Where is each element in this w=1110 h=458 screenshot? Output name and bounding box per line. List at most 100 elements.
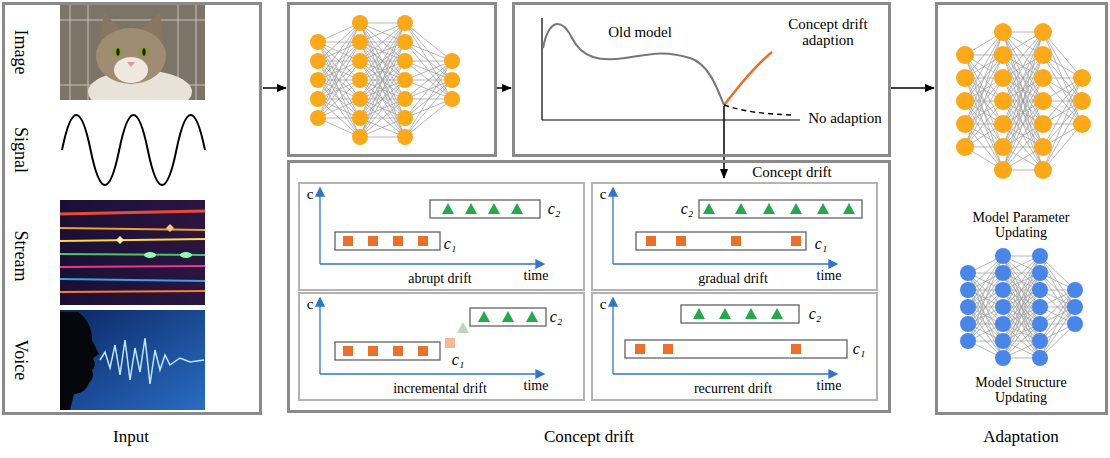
drift-plot — [612, 194, 613, 264]
neuron — [397, 53, 413, 69]
drift-plot — [335, 232, 440, 250]
accuracy-curve — [543, 24, 724, 105]
network-link — [360, 23, 405, 80]
nn-panel-frame — [289, 4, 496, 156]
drift-plot — [343, 346, 428, 356]
cat-photo — [112, 48, 124, 57]
neuron — [960, 282, 976, 298]
cat-photo — [60, 5, 205, 100]
neuron — [994, 115, 1012, 133]
drift-plot — [470, 308, 546, 326]
neuron — [310, 110, 326, 126]
accuracy-curve — [542, 119, 800, 120]
stream-photo — [60, 200, 205, 305]
concept-label: c₁ — [815, 235, 828, 253]
drift-plot — [316, 298, 544, 378]
drift-plot — [703, 203, 855, 214]
neuron — [397, 72, 413, 88]
stream-photo — [116, 236, 124, 244]
cat-photo — [96, 28, 166, 84]
neuron — [994, 23, 1012, 41]
input-type-label: Voice — [10, 340, 30, 381]
drift-subpanel: cc₂c₁incremental drifttime — [298, 292, 585, 401]
network-link — [1003, 101, 1043, 170]
stream-photo — [60, 239, 205, 241]
neuron — [1067, 316, 1083, 332]
neuron — [956, 46, 974, 64]
input-panel: ImageSignalStreamVoiceInput — [2, 2, 262, 415]
network-link — [965, 78, 1003, 147]
drift-plot — [488, 203, 500, 214]
neuron — [397, 129, 413, 145]
neuron — [397, 15, 413, 31]
neuron — [310, 91, 326, 107]
neuron — [397, 91, 413, 107]
neuron — [995, 282, 1011, 298]
method-label: Model Structure Updating — [960, 375, 1082, 406]
drift-plot — [735, 203, 747, 214]
network-link — [405, 61, 452, 118]
drift-plot — [731, 236, 741, 246]
neuron — [1034, 161, 1052, 179]
network-link — [360, 42, 405, 137]
panel-caption: Concept drift — [544, 428, 634, 447]
network-link — [968, 307, 1003, 358]
panel-title: Concept drift — [752, 164, 832, 181]
drift-plot — [465, 203, 477, 214]
drift-plot — [625, 340, 847, 358]
cat-photo — [196, 5, 197, 100]
drift-plot — [771, 308, 783, 319]
stream-photo — [180, 252, 192, 258]
network-link — [1040, 256, 1075, 307]
drift-plot — [699, 200, 862, 218]
axis-label: time — [524, 268, 549, 283]
neuron — [310, 34, 326, 50]
neuron — [397, 34, 413, 50]
neural-network — [310, 15, 460, 145]
drift-plot — [393, 236, 403, 246]
stream-photo — [60, 291, 205, 292]
network-link — [1043, 78, 1082, 147]
drift-plot — [335, 342, 440, 360]
neuron — [1034, 138, 1052, 156]
nn-panel-frame — [289, 4, 496, 156]
drift-plot — [693, 308, 783, 319]
accuracy-curve — [724, 105, 794, 115]
accuracy-curve — [542, 18, 800, 120]
drift-plot — [316, 188, 544, 268]
drift-plot — [316, 298, 324, 306]
drift-plot — [663, 344, 673, 354]
neuron — [1032, 350, 1048, 366]
neuron — [352, 72, 368, 88]
drift-type-label: abrupt drift — [408, 271, 471, 286]
network-link — [1040, 273, 1075, 324]
drift-plot — [343, 346, 353, 356]
stream-photo — [60, 200, 205, 305]
drift-plot — [442, 203, 523, 214]
neuron — [444, 91, 460, 107]
drift-plot — [791, 344, 801, 354]
neuron — [956, 69, 974, 87]
neuron — [960, 299, 976, 315]
drift-plot — [612, 304, 613, 374]
concept-label: c₂ — [548, 200, 561, 218]
drift-plot — [343, 236, 428, 246]
network-link — [405, 23, 452, 80]
connector-arrow — [723, 106, 725, 178]
drift-plot — [457, 322, 469, 333]
neuron — [1034, 46, 1052, 64]
network-link — [965, 101, 1003, 170]
drift-plot — [635, 344, 645, 354]
neuron — [995, 333, 1011, 349]
drift-plot — [791, 236, 801, 246]
drift-plot — [478, 311, 490, 322]
chart-panel: Old modelConcept drift adaptionNo adapti… — [512, 2, 891, 157]
drift-plot — [613, 373, 831, 374]
neuron — [1034, 69, 1052, 87]
drift-plot — [817, 203, 829, 214]
neuron — [352, 53, 368, 69]
drift-plot — [719, 308, 731, 319]
